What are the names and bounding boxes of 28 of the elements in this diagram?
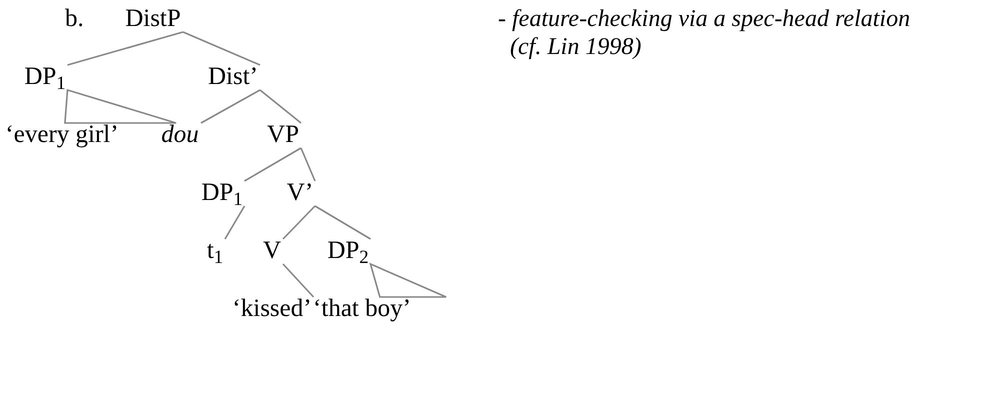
tree-node-label: DP$_{1}$: [22, 62, 68, 92]
tree-node-label: VP: [265, 120, 301, 150]
example-label: b.: [65, 4, 84, 34]
tree-node-label: ‘kissed’: [230, 294, 314, 324]
annotation-text: (cf. Lin 1998): [510, 33, 642, 62]
tree-branch: [282, 263, 314, 298]
tree-node-label: DP$_{2}$: [325, 236, 371, 266]
tree-branch: [300, 148, 316, 182]
triangle-branch: [64, 88, 177, 124]
triangle-branch: [369, 262, 447, 298]
tree-node-label: DP$_{1}$: [199, 178, 245, 208]
tree-node-label: Dist’: [206, 62, 260, 92]
tree-branch: [282, 205, 316, 240]
tree-node-label: t$_{1}$: [204, 236, 226, 266]
tree-branch: [260, 89, 302, 124]
tree-branch: [224, 206, 246, 240]
tree-node-label: DistP: [123, 4, 183, 34]
tree-node-label: V: [260, 236, 284, 266]
tree-node-label: dou: [159, 120, 201, 150]
tree-node-label: ‘every girl’: [3, 120, 121, 150]
tree-branch: [314, 205, 371, 240]
tree-branch: [244, 147, 302, 182]
tree-branch: [182, 31, 260, 66]
tree-node-label: ‘that boy’: [311, 294, 413, 324]
tree-branch: [200, 89, 260, 124]
tree-branch: [67, 31, 184, 66]
tree-node-label: V’: [284, 178, 316, 208]
annotation-text: - feature-checking via a spec-head relation: [498, 5, 910, 34]
